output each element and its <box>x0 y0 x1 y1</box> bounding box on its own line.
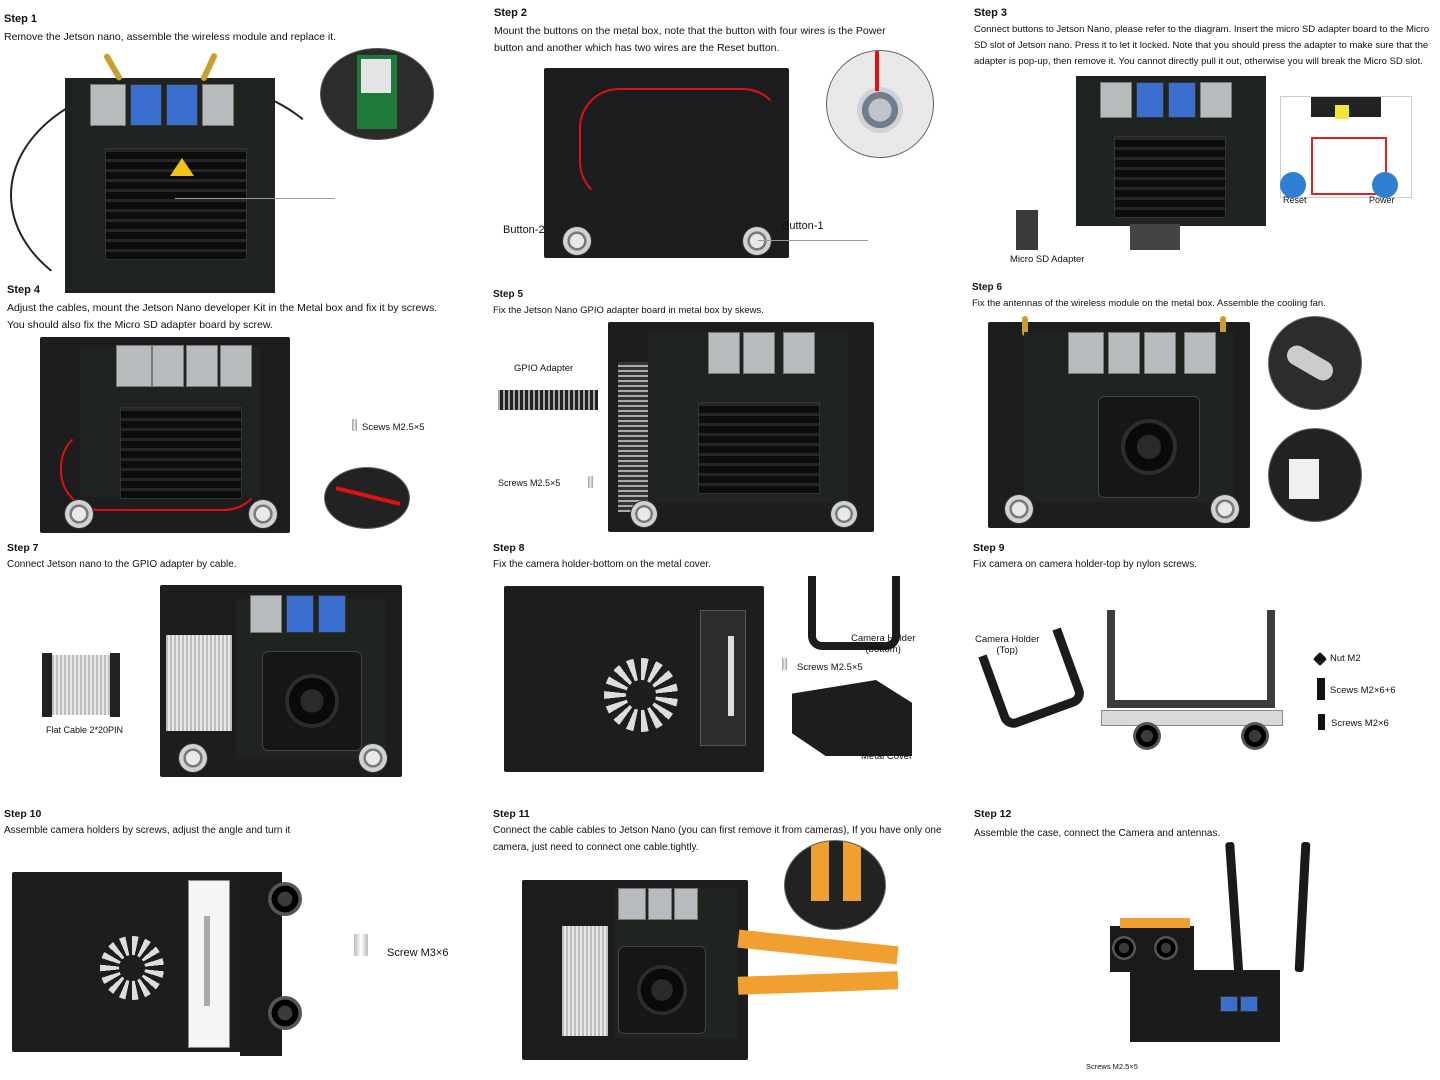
microsd-label: Micro SD Adapter <box>1010 254 1085 265</box>
nut-label: Nut M2 <box>1330 653 1361 664</box>
screws-m2-6-label: Screws M2×6 <box>1331 718 1389 729</box>
step6-title: Step 6 <box>972 282 1003 293</box>
step4-title: Step 4 <box>7 284 41 296</box>
step9-desc: Fix camera on camera holder-top by nylon… <box>973 559 1197 570</box>
holder-bottom-label: Camera Holder (bottom) <box>851 633 916 655</box>
screws8-label: Screws M2.5×5 <box>797 662 863 673</box>
step12-title: Step 12 <box>974 808 1012 820</box>
button1-label: Button-1 <box>782 220 824 232</box>
metal-cover-label: Metal Cover <box>861 751 913 762</box>
step2-title: Step 2 <box>494 7 528 19</box>
step8-photo <box>504 576 924 776</box>
gpio-label: GPIO Adapter <box>514 363 574 374</box>
reset-label: Reset <box>1283 195 1307 205</box>
step8-title: Step 8 <box>493 542 525 554</box>
step10-desc: Assemble camera holders by screws, adjus… <box>4 825 291 836</box>
step3-desc: Connect buttons to Jetson Nano, please r… <box>974 24 1430 67</box>
screws12-label: Screws M2.5×5 <box>1086 1062 1138 1071</box>
step10-title: Step 10 <box>4 808 42 820</box>
step10-photo <box>12 866 452 1066</box>
button2-label: Button-2 <box>503 224 545 236</box>
step12-photo <box>1090 840 1320 1050</box>
step6-desc: Fix the antennas of the wireless module … <box>972 298 1326 309</box>
step8-desc: Fix the camera holder-bottom on the meta… <box>493 559 711 570</box>
step5-photo <box>498 322 878 532</box>
step1-desc: Remove the Jetson nano, assemble the wir… <box>4 31 337 43</box>
flatcable-label: Flat Cable 2*20PIN <box>46 725 124 735</box>
step6-photo <box>988 316 1428 531</box>
step5-desc: Fix the Jetson Nano GPIO adapter board i… <box>493 305 764 316</box>
step3-photo <box>1010 76 1435 266</box>
screw10-label: Screw M3×6 <box>387 947 449 959</box>
step7-title: Step 7 <box>7 542 39 554</box>
step4-photo <box>40 337 440 537</box>
holder-top-label: Camera Holder (Top) <box>975 634 1040 656</box>
step7-photo <box>40 585 410 780</box>
step11-desc: Connect the cable cables to Jetson Nano … <box>493 825 942 853</box>
step2-desc: Mount the buttons on the metal box, note… <box>494 25 886 54</box>
step11-title: Step 11 <box>493 808 530 820</box>
step4-desc: Adjust the cables, mount the Jetson Nano… <box>7 302 438 331</box>
step11-photo <box>522 840 942 1065</box>
screws-m2-66-label: Scews M2×6+6 <box>1330 685 1396 696</box>
step3-title: Step 3 <box>974 7 1008 19</box>
step9-photo <box>978 604 1435 764</box>
screws4-label: Scews M2.5×5 <box>362 422 425 433</box>
step1-photo <box>10 48 440 312</box>
power-label: Power <box>1369 195 1395 205</box>
step1-title: Step 1 <box>4 13 38 25</box>
step12-desc: Assemble the case, connect the Camera an… <box>974 828 1221 839</box>
step7-desc: Connect Jetson nano to the GPIO adapter … <box>7 559 237 570</box>
step5-title: Step 5 <box>493 289 524 300</box>
step9-title: Step 9 <box>973 542 1005 554</box>
step2-photo <box>494 50 934 268</box>
screws5-label: Screws M2.5×5 <box>498 478 561 488</box>
